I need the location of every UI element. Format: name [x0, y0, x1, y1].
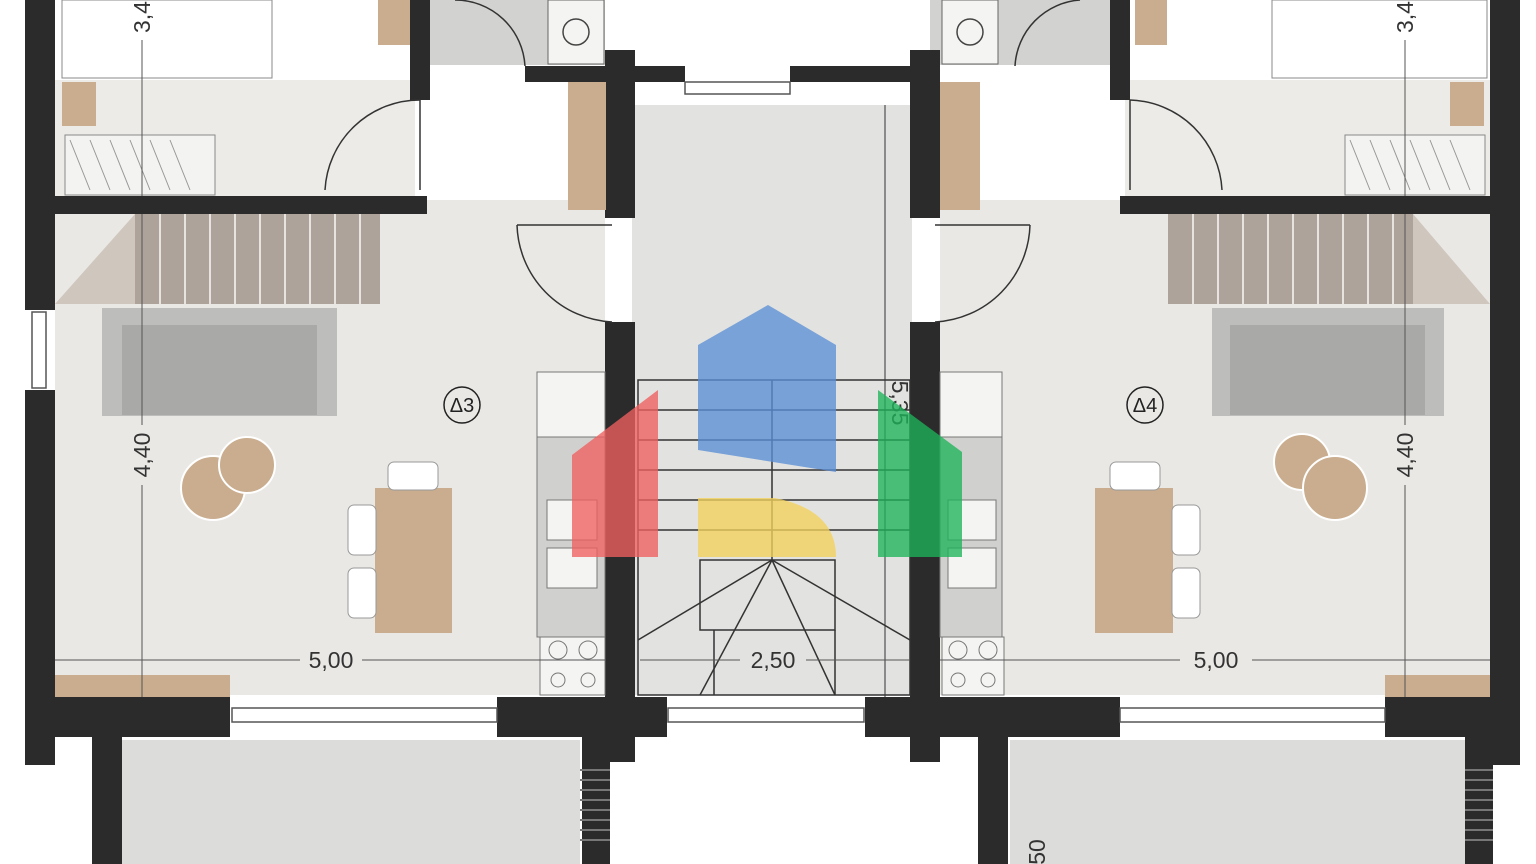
house-logo-icon — [572, 305, 962, 557]
unit-d3-width: 5,00 — [309, 647, 354, 673]
dimension-labels: 5,00 2,50 5,00 4,40 4,40 3,4 3,4 5,35 50 — [129, 1, 1418, 864]
unit-d4-width: 5,00 — [1194, 647, 1239, 673]
balcony-railings — [580, 769, 1493, 841]
dimension-lines — [55, 40, 1490, 697]
walls — [25, 0, 1520, 864]
stairwell-width: 2,50 — [751, 647, 796, 673]
unit-label-d4: Δ4 — [1133, 395, 1157, 417]
unit-label-d3: Δ3 — [450, 395, 474, 417]
sink-icon — [956, 18, 984, 46]
bathroom-fixtures — [378, 0, 1167, 210]
unit-d4-depth: 4,40 — [1392, 433, 1418, 478]
cooktop-icon — [948, 640, 998, 688]
windows — [31, 81, 1386, 723]
sink-icon — [562, 18, 590, 46]
unit-labels: Δ3 Δ4 — [443, 386, 1164, 424]
internal-stairs — [55, 214, 1490, 304]
doors — [324, 0, 1223, 323]
unit-d4-bedroom-depth: 3,4 — [1392, 1, 1418, 33]
cooktop-icon — [548, 640, 598, 688]
unit-d3-bedroom-depth: 3,4 — [129, 1, 155, 33]
bedroom-furniture — [61, 0, 1488, 196]
balcony-depth: 50 — [1024, 839, 1050, 864]
unit-d3-depth: 4,40 — [129, 433, 155, 478]
